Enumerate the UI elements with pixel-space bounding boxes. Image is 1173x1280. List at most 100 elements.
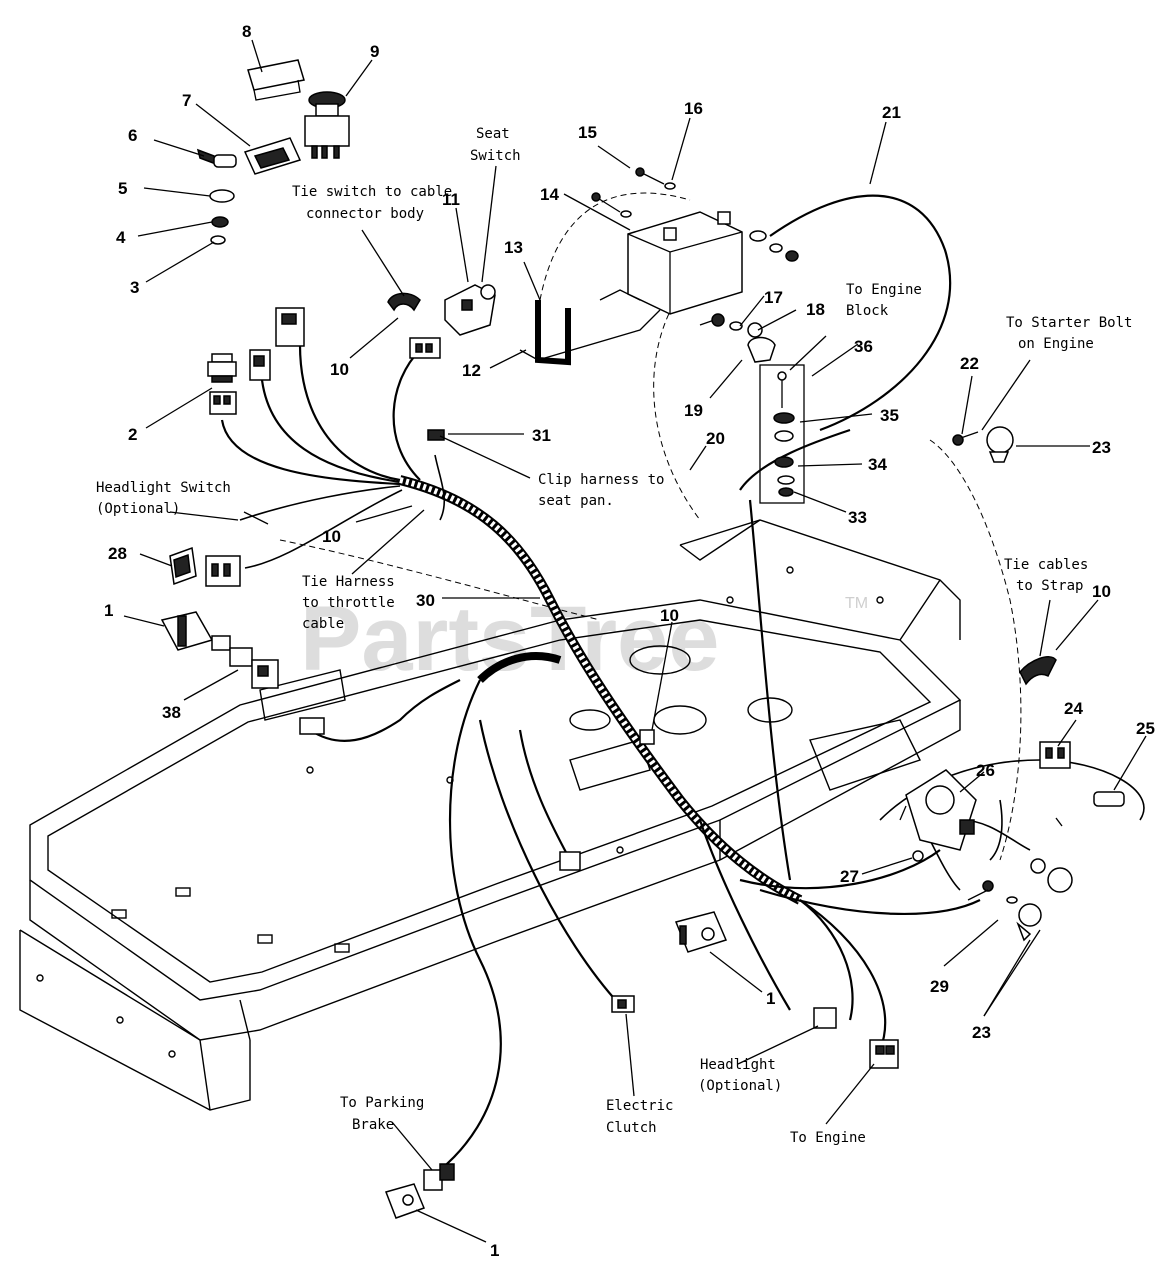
callout-25: 25 [1136,719,1155,738]
note-headlight-switch-1: Headlight Switch [96,480,231,496]
part-14-battery [627,211,743,315]
note-tie-harness-1: Tie Harness [302,574,395,590]
callout-13: 13 [504,238,523,257]
note-tie-harness-3: cable [302,616,344,632]
watermark-tm: TM [845,595,868,612]
callout-3: 3 [130,278,139,297]
part-1-interlock-switch-left [160,611,231,651]
part-38-connector [229,647,279,689]
callout-numbers: 8 9 7 6 5 4 3 11 13 12 10 2 15 16 14 17 … [104,22,1155,1260]
callout-5: 5 [118,179,127,198]
callout-17: 17 [764,288,783,307]
callout-10-throttle: 10 [322,527,341,546]
callout-22: 22 [960,354,979,373]
note-seat-switch-2: Switch [470,148,521,164]
note-clip-harness-1: Clip harness to [538,472,664,488]
callout-6: 6 [128,126,137,145]
dash-battery-hold [539,192,691,301]
callout-31: 31 [532,426,551,445]
part-3-washer [210,235,226,245]
callout-33: 33 [848,508,867,527]
note-headlight-2: (Optional) [698,1078,782,1094]
part-31-clip [427,429,445,441]
note-headlight-1: Headlight [700,1057,776,1073]
callout-16: 16 [684,99,703,118]
callout-14: 14 [540,185,559,204]
note-engine-block-2: Block [846,303,889,319]
engine-block-hardware [759,364,805,504]
part-22-23-starter-hardware [952,426,1014,463]
harness-connectors-top [249,307,305,381]
callout-9: 9 [370,42,379,61]
part-17-18-hardware [749,230,799,262]
callout-30: 30 [416,591,435,610]
callout-10-harness: 10 [660,606,679,625]
callout-29: 29 [930,977,949,996]
part-10-connector-body [387,292,421,312]
callout-2: 2 [128,425,137,444]
part-28-rocker-switch [169,546,241,587]
callout-18: 18 [806,300,825,319]
callout-23-starter: 23 [1092,438,1111,457]
callout-23-solenoid: 23 [972,1023,991,1042]
part-13-battery-hold-down [519,289,661,366]
callout-28: 28 [108,544,127,563]
electric-clutch-connector [611,995,635,1013]
part-25-connector [1093,791,1125,807]
part-27-29-23-hardware [912,817,1073,942]
part-26-solenoid [899,769,977,851]
callout-21: 21 [882,103,901,122]
dash-harness-route [279,539,601,621]
note-electric-clutch-1: Electric [606,1098,673,1114]
part-2-switch-plunger [207,353,237,415]
callout-19: 19 [684,401,703,420]
part-24-relay [1039,741,1071,769]
callout-15: 15 [578,123,597,142]
note-starter-bolt-2: on Engine [1018,336,1094,352]
callout-1-bottom: 1 [490,1241,499,1260]
note-tie-switch-1: Tie switch to cable [292,184,452,200]
note-tie-cables-1: Tie cables [1004,557,1088,573]
part-4-washer [211,216,229,228]
harness-connectors-deck [299,717,655,871]
engine-connector [869,1039,899,1069]
callout-24: 24 [1064,699,1083,718]
part-1-interlock-switch-bottom [385,1163,455,1219]
part-5-nut [209,189,235,203]
note-parking-brake-1: To Parking [340,1095,424,1111]
callout-35: 35 [880,406,899,425]
harness-wires [220,194,1145,1171]
note-tie-cables-2: to Strap [1016,578,1083,594]
note-electric-clutch-2: Clutch [606,1120,657,1136]
leader-lines [123,39,1147,1243]
dash-cable-20 [653,279,701,521]
part-15-16-bolts [591,167,676,218]
callout-10-strap: 10 [1092,582,1111,601]
callout-4: 4 [116,228,126,247]
note-engine-block-1: To Engine [846,282,922,298]
part-1-interlock-switch-mid [674,911,728,953]
callout-10-switch: 10 [330,360,349,379]
part-8-cover [247,59,305,101]
part-19-terminal-boot [699,313,776,363]
note-tie-switch-2: connector body [306,206,424,222]
note-tie-harness-2: to throttle [302,595,395,611]
part-11-seat-switch [444,284,496,336]
part-10-strap [1019,656,1057,686]
callout-1-left: 1 [104,601,113,620]
part-12-seat-connector [409,337,441,359]
part-7-bezel [243,137,302,175]
callout-7: 7 [182,91,191,110]
part-6-key [196,148,237,168]
note-headlight-switch-2: (Optional) [96,501,180,517]
note-starter-bolt-1: To Starter Bolt [1006,315,1132,331]
callout-1-mid: 1 [766,989,775,1008]
callout-20: 20 [706,429,725,448]
annotation-notes: Seat Switch Tie switch to cable connecto… [96,126,1132,1146]
note-parking-brake-2: Brake [352,1117,394,1133]
callout-8: 8 [242,22,251,41]
frame-deck [19,519,962,1111]
headlight-connector [813,1007,837,1029]
dash-cable-starter [929,439,1022,861]
